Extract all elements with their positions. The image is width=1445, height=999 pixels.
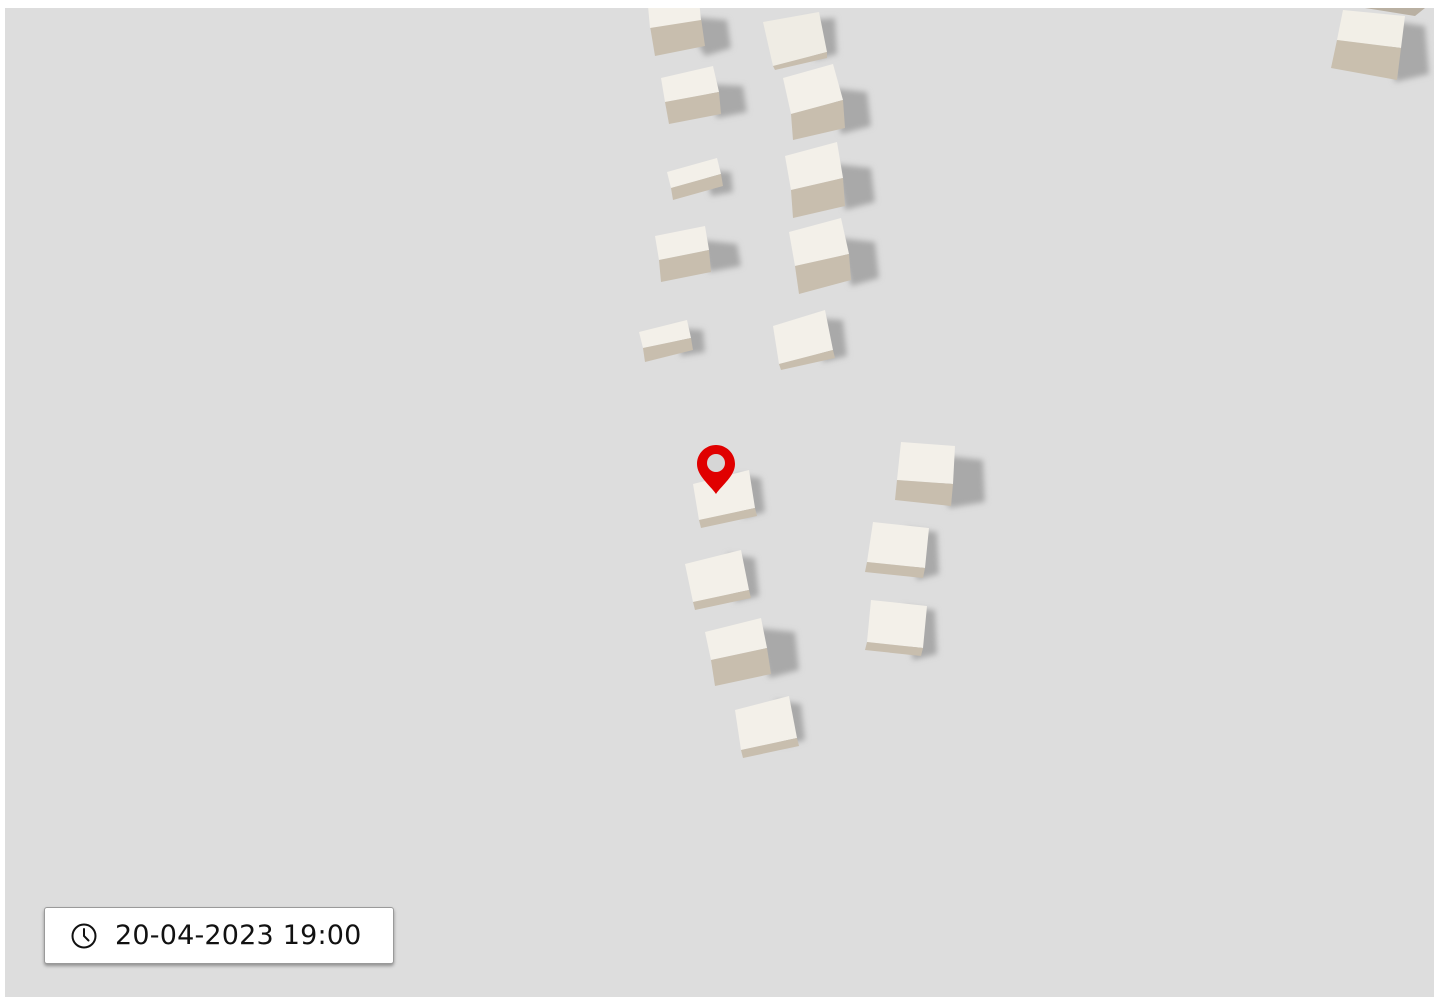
building: [667, 158, 733, 200]
building: [648, 8, 731, 56]
building: [865, 522, 939, 580]
building: [639, 320, 705, 362]
building: [895, 442, 985, 508]
building: [1331, 8, 1429, 82]
map-view[interactable]: 20-04-2023 19:00: [5, 8, 1434, 997]
building: [655, 226, 741, 282]
building: [763, 12, 837, 70]
building: [705, 618, 799, 686]
building: [773, 310, 847, 370]
building: [661, 66, 747, 124]
map-canvas[interactable]: [5, 8, 1434, 997]
time-control-button[interactable]: 20-04-2023 19:00: [44, 907, 394, 964]
building: [735, 696, 805, 758]
building: [685, 550, 759, 610]
time-label: 20-04-2023 19:00: [115, 920, 362, 951]
building: [783, 64, 871, 140]
building: [785, 142, 875, 218]
building: [789, 218, 879, 294]
building: [865, 600, 937, 660]
clock-icon: [69, 921, 99, 951]
map-pin-icon[interactable]: [697, 445, 735, 494]
